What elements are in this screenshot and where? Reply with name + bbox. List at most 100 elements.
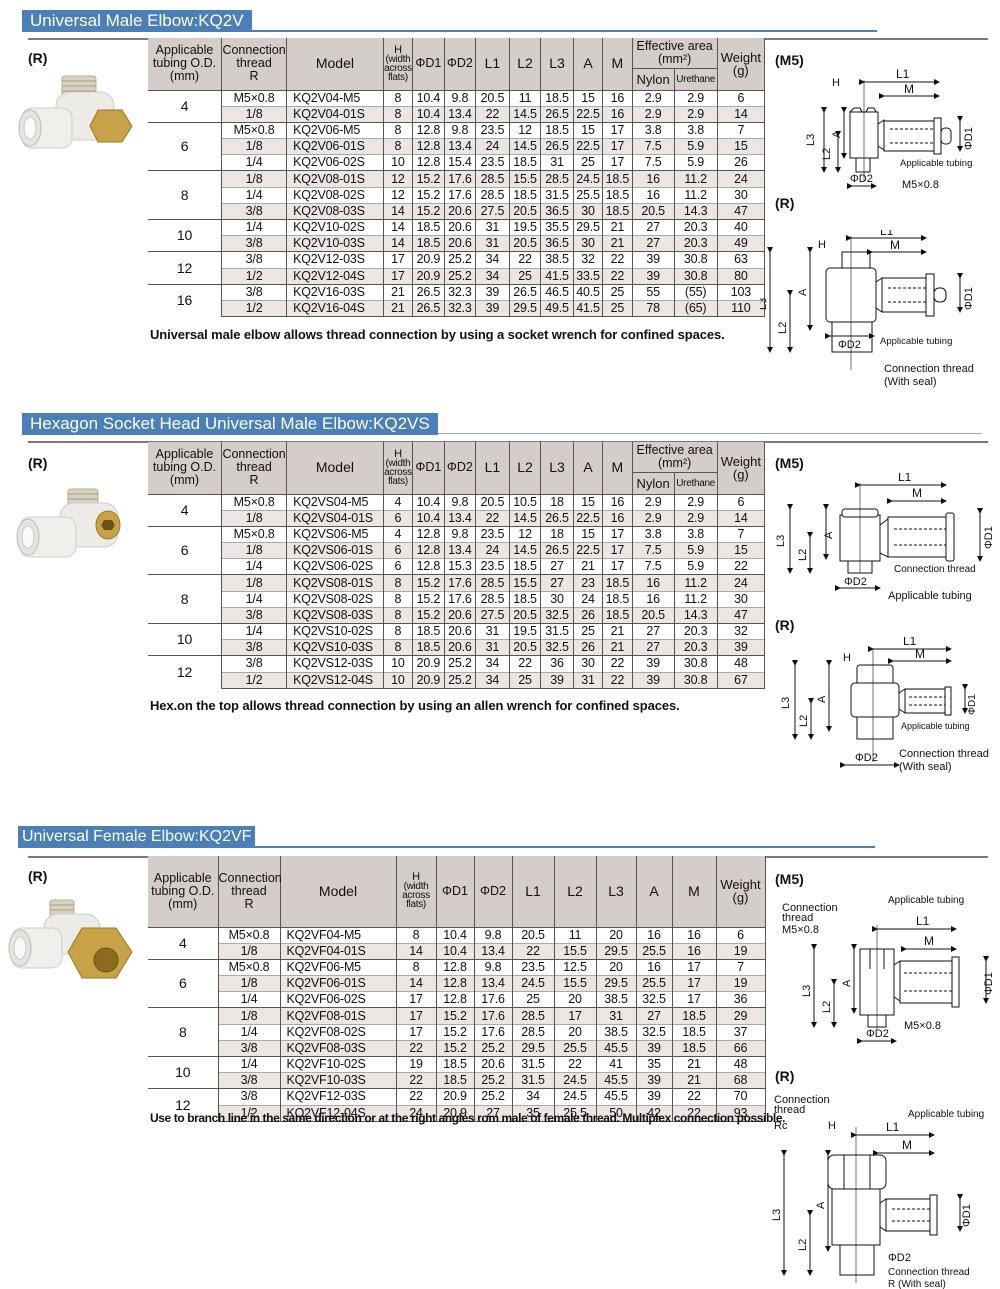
cell-value: 34: [475, 267, 510, 285]
header-l1: L1: [475, 38, 510, 91]
cell-value: 27: [635, 1007, 673, 1025]
cell-value: 18.5: [671, 1007, 717, 1025]
cell-value: 18: [540, 525, 574, 543]
header-weight: Weight(g): [715, 856, 766, 928]
cell-tubing-od: 12: [148, 1088, 219, 1122]
cell-model: KQ2VF10-03S: [279, 1072, 397, 1089]
cell-value: 39: [716, 639, 766, 656]
cell-value: 26.5: [540, 542, 574, 559]
cell-value: 22: [508, 655, 542, 673]
cell-value: 3/8: [221, 235, 288, 252]
cell-value: 8: [382, 590, 414, 608]
cell-value: 18.5: [602, 574, 633, 592]
cell-value: 1/8: [217, 975, 281, 992]
svg-text:L1: L1: [880, 230, 894, 238]
cell-value: 34: [475, 671, 510, 689]
cell-model: KQ2VF08-01S: [279, 1007, 397, 1025]
cell-value: 5.9: [673, 154, 718, 171]
header-l2: L2: [508, 38, 542, 91]
cell-value: 11: [508, 89, 542, 107]
cell-value: 7.5: [631, 138, 675, 155]
cell-value: 103: [716, 283, 766, 301]
cell-value: 17.6: [473, 1023, 513, 1041]
svg-text:Applicable tubing: Applicable tubing: [900, 158, 972, 169]
cell-value: 1/8: [221, 170, 288, 188]
cell-value: 22.5: [572, 105, 604, 123]
svg-text:Connection thread: Connection thread: [888, 1267, 970, 1278]
cell-value: 26.5: [412, 299, 445, 318]
svg-text:L3: L3: [780, 697, 792, 709]
cell-value: 8: [382, 105, 414, 123]
cell-value: 17: [671, 991, 717, 1008]
cell-value: 17: [395, 991, 437, 1008]
cell-value: 3.8: [631, 121, 675, 139]
header-a: A: [635, 856, 673, 928]
cell-value: 8: [395, 958, 437, 976]
header-d1: ΦD1: [412, 442, 445, 495]
cell-tubing-od: 8: [148, 1007, 219, 1057]
cell-tubing-od: 12: [148, 251, 223, 285]
cell-value: 12: [382, 186, 414, 204]
cell-value: 10.4: [412, 89, 445, 107]
cell-value: 36: [715, 991, 766, 1008]
cell-model: KQ2V06-02S: [286, 154, 384, 171]
cell-value: 27: [631, 235, 675, 252]
cell-value: 8: [382, 639, 414, 656]
cell-value: 25.5: [553, 1039, 597, 1057]
cell-value: 31: [475, 235, 510, 252]
cell-value: 17.6: [473, 1007, 513, 1025]
cell-model: KQ2V04-M5: [286, 89, 384, 107]
cell-value: 3/8: [217, 1039, 281, 1057]
cell-value: 1/8: [217, 1007, 281, 1025]
cell-value: 22: [602, 267, 633, 285]
cell-value: M5×0.8: [217, 958, 281, 976]
cell-value: 27: [473, 1104, 513, 1122]
cell-value: 15.5: [508, 574, 542, 592]
cell-value: 2.9: [673, 89, 718, 107]
cell-value: 39: [635, 1072, 673, 1089]
cell-tubing-od: 8: [148, 170, 223, 220]
svg-text:R (With seal): R (With seal): [888, 1279, 946, 1289]
svg-text:L1: L1: [896, 67, 910, 81]
cell-value: 8: [395, 926, 437, 944]
cell-model: KQ2V08-03S: [286, 202, 384, 220]
cell-value: 6: [382, 542, 414, 559]
svg-text:L1: L1: [898, 473, 912, 484]
cell-value: M5×0.8: [221, 121, 288, 139]
section-title-underline: [22, 30, 877, 32]
cell-value: 17: [395, 1023, 437, 1041]
cell-value: 22.5: [572, 138, 604, 155]
cell-value: 20.3: [673, 622, 718, 640]
cell-value: 16: [602, 89, 633, 107]
cell-value: 18.5: [412, 622, 445, 640]
cell-value: 39: [475, 299, 510, 318]
cell-value: 31.5: [511, 1072, 555, 1089]
cell-value: 4: [382, 525, 414, 543]
cell-value: 32.5: [540, 606, 574, 624]
cell-value: 25.5: [572, 186, 604, 204]
cell-value: 20.5: [631, 606, 675, 624]
cell-model: KQ2VF06-01S: [279, 975, 397, 992]
cell-value: 12.8: [412, 542, 445, 559]
cell-value: 17: [671, 958, 717, 976]
cell-model: KQ2VS12-04S: [286, 671, 384, 689]
cell-model: KQ2V10-02S: [286, 218, 384, 236]
cell-value: 17.6: [443, 186, 477, 204]
cell-value: 10.4: [412, 493, 445, 511]
cell-value: 14: [395, 975, 437, 992]
dimension-diagram-m5: H L1 M L3 L2 A ΦD1 Applicable tubing ΦD2…: [805, 67, 975, 191]
